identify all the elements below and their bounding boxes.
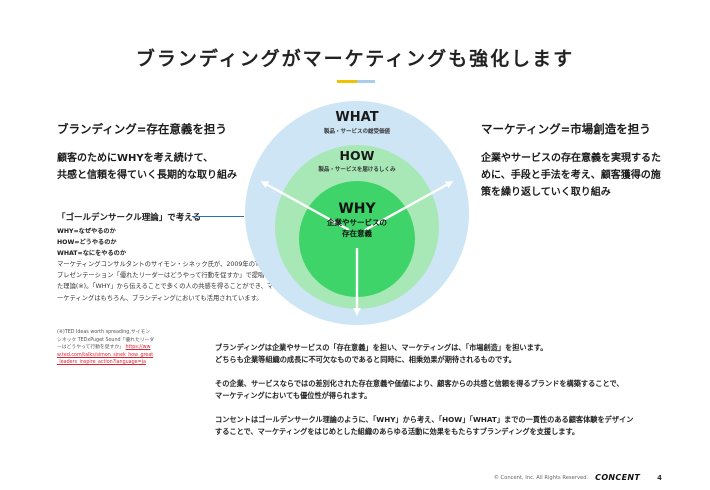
why-circle <box>299 181 415 297</box>
branding-description: 顧客のためにWHYを考え続けて、 共感と信頼を得ていく長期的な取り組み <box>57 150 237 184</box>
why-sublabel-2: 存在意義 <box>341 228 372 238</box>
list-item: HOW=どうやるのか <box>57 239 117 246</box>
paragraph-1: ブランディングは企業やサービスの「存在意義」を担い、マーケティングは、「市場創造… <box>215 342 685 366</box>
page-title: ブランディングがマーケティングも強化します <box>135 48 575 70</box>
branding-line: 共感と信頼を得ていく長期的な取り組み <box>57 170 237 181</box>
paragraph-2: その企業、サービスならではの差別化された存在意義や価値により、顧客からの共感と信… <box>215 378 685 402</box>
paragraph-line: コンセントはゴールデンサークル理論のように、「WHY」から考え、「HOW」「WH… <box>215 415 634 424</box>
golden-circle-diagram: WHAT 製品・サービスの総受価値 HOW 製品・サービスを届けるしくみ WHY… <box>245 101 469 325</box>
list-item: WHAT=なにをやるのか <box>57 250 127 257</box>
golden-circle-title: 「ゴールデンサークル理論」で考える <box>57 213 201 223</box>
golden-circle-connector <box>192 216 244 218</box>
why-sublabel-1: 企業やサービスの <box>326 217 387 227</box>
branding-heading: ブランディング=存在意義を担う <box>57 122 227 136</box>
footnote-link[interactable]: https://www.ted.com/talks/simon_sinek_ho… <box>57 345 154 366</box>
title-accent-blue <box>357 80 375 83</box>
paragraph-line: することで、マーケティングをはじめとした組織のあらゆる活動に効果をもたらすブラン… <box>215 427 580 436</box>
paragraph-line: その企業、サービスならではの差別化された存在意義や価値により、顧客からの共感と信… <box>215 379 624 388</box>
branding-line: 顧客のためにWHYを考え続けて、 <box>57 153 214 164</box>
golden-circle-body: マーケティングコンサルタントのサイモン・シネック氏が、2009年のTEDのプレゼ… <box>57 261 274 302</box>
how-sublabel: 製品・サービスを届けるしくみ <box>318 165 396 173</box>
list-item: WHY=なぜやるのか <box>57 228 116 235</box>
title-accent-yellow <box>337 80 357 83</box>
paragraph-line: マーケティングにおいても優位性が得られます。 <box>215 391 372 400</box>
marketing-description: 企業やサービスの存在意義を実現するために、手段と手法を考え、顧客獲得の施策を繰り… <box>481 153 661 198</box>
left-arrow <box>260 181 350 232</box>
copyright: © Concent, Inc. All Rights Reserved. <box>493 474 589 481</box>
footer: © Concent, Inc. All Rights Reserved. CON… <box>494 473 662 482</box>
concent-logo: CONCENT <box>595 473 641 482</box>
paragraph-line: ブランディングは企業やサービスの「存在意義」を担い、マーケティングは、「市場創造… <box>215 343 548 352</box>
footnote-text: (※)TED Ideas worth spreading,サイモン シネック T… <box>57 330 155 351</box>
paragraph-3: コンセントはゴールデンサークル理論のように、「WHY」から考え、「HOW」「WH… <box>215 414 685 438</box>
what-sublabel: 製品・サービスの総受価値 <box>324 127 391 135</box>
why-label: WHY <box>338 201 376 217</box>
footnote: (※)TED Ideas worth spreading,サイモン シネック T… <box>57 329 155 367</box>
golden-circle-list: WHY=なぜやるのか HOW=どうやるのか WHAT=なにをやるのか <box>57 226 126 259</box>
what-label: WHAT <box>335 110 378 125</box>
page-number: 4 <box>657 473 662 482</box>
right-arrow <box>364 181 454 232</box>
how-label: HOW <box>340 148 375 163</box>
marketing-heading: マーケティング=市場創造を担う <box>481 122 651 136</box>
paragraph-line: どちらも企業等組織の成長に不可欠なものであると同時に、相乗効果が期待されるもので… <box>215 355 516 364</box>
